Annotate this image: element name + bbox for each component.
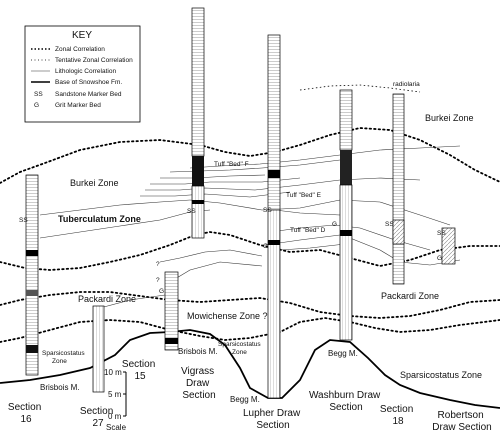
zone-sparsicostatus-mid-1: Sparsicostatus — [218, 341, 261, 348]
ss-marker-vigrass: SS — [187, 208, 196, 215]
washburn-draw-label: Washburn Draw Section — [309, 390, 383, 413]
zone-sparsicostatus-left-2: Zone — [52, 358, 67, 365]
lupher-draw-label: Lupher Draw Section — [243, 408, 303, 431]
column-section-15 — [164, 271, 179, 351]
zone-burkei-left: Burkei Zone — [70, 178, 119, 188]
zone-sparsicostatus-left-1: Sparsicostatus — [42, 350, 85, 357]
zone-tuberculatum: Tuberculatum Zone — [58, 214, 141, 224]
zone-mowichense: Mowichense Zone ? — [187, 311, 268, 321]
g-marker-washburn: G — [332, 221, 337, 228]
question-marker-2: ? — [156, 277, 160, 284]
column-section-16 — [25, 174, 39, 376]
member-brisbois-left: Brisbois M. — [40, 383, 80, 392]
radiolaria-note: radiolaria — [393, 81, 420, 88]
key-label-base: Base of Snowshoe Fm. — [55, 79, 122, 86]
ss-marker-lupher: SS — [263, 207, 272, 214]
question-marker-1: ? — [156, 261, 160, 268]
zone-packardi-right: Packardi Zone — [381, 291, 439, 301]
g-marker-robertson: G — [437, 255, 442, 262]
section-18-label: Section 18 — [380, 404, 416, 427]
ss-marker-washburn: SS — [385, 221, 394, 228]
g-marker-15: G — [159, 288, 164, 295]
column-robertson-draw — [441, 227, 456, 265]
tuff-bed-d: Tuff "Bed" D — [290, 227, 326, 234]
column-lupher-draw — [267, 34, 281, 399]
ss-marker-16: SS — [19, 217, 28, 224]
key-label-ss: Sandstone Marker Bed — [55, 91, 122, 98]
ss-marker-robertson: SS — [437, 230, 446, 237]
zonal-correlation-packardi-base — [0, 291, 500, 319]
section-27-label: Section 27 — [80, 406, 116, 429]
g-marker-lupher: G — [263, 243, 268, 250]
tuff-bed-f: Tuff "Bed" F — [214, 161, 249, 168]
robertson-draw-label: Robertson Draw Section — [432, 410, 491, 433]
zonal-correlation-upper — [0, 127, 500, 184]
zone-sparsicostatus-mid-2: Zone — [232, 349, 247, 356]
key-label-lithologic: Lithologic Correlation — [55, 68, 116, 75]
column-washburn-draw — [339, 89, 353, 341]
column-section-18 — [392, 93, 405, 285]
zone-packardi-left: Packardi Zone — [78, 294, 136, 304]
column-section-27 — [92, 305, 105, 393]
tuff-bed-e: Tuff "Bed" E — [286, 192, 322, 199]
zonal-correlation-tuberculatum-base — [0, 231, 500, 271]
zone-sparsicostatus-right: Sparsicostatus Zone — [400, 370, 482, 380]
scale-label: Scale — [106, 423, 127, 432]
section-15-label: Section 15 — [122, 359, 158, 382]
key-label-tentative: Tentative Zonal Correlation — [55, 57, 133, 64]
key-symbol-g: G — [34, 102, 39, 109]
scale-tick-5m: 5 m — [108, 390, 122, 399]
key-legend: KEY Zonal Correlation Tentative Zonal Co… — [24, 25, 141, 123]
scale-bar: 10 m 5 m 0 m Scale — [104, 368, 127, 432]
key-label-zonal: Zonal Correlation — [55, 46, 105, 53]
tentative-correlation-right — [299, 84, 421, 93]
key-symbol-ss: SS — [34, 91, 43, 98]
member-begg-right: Begg M. — [328, 349, 358, 358]
member-brisbois-mid: Brisbois M. — [178, 347, 218, 356]
vigrass-draw-label: Vigrass Draw Section — [181, 366, 217, 401]
zone-burkei-right: Burkei Zone — [425, 113, 474, 123]
section-16-label: Section 16 — [8, 402, 44, 425]
key-label-g: Grit Marker Bed — [55, 102, 101, 109]
scale-tick-0m: 0 m — [108, 412, 122, 421]
scale-tick-10m: 10 m — [104, 368, 122, 377]
member-begg-left: Begg M. — [230, 395, 260, 404]
zonal-correlation-sparsicostatus-top — [0, 317, 500, 343]
column-vigrass-draw — [191, 7, 205, 239]
key-title: KEY — [72, 30, 92, 41]
base-snowshoe-line — [0, 329, 500, 409]
